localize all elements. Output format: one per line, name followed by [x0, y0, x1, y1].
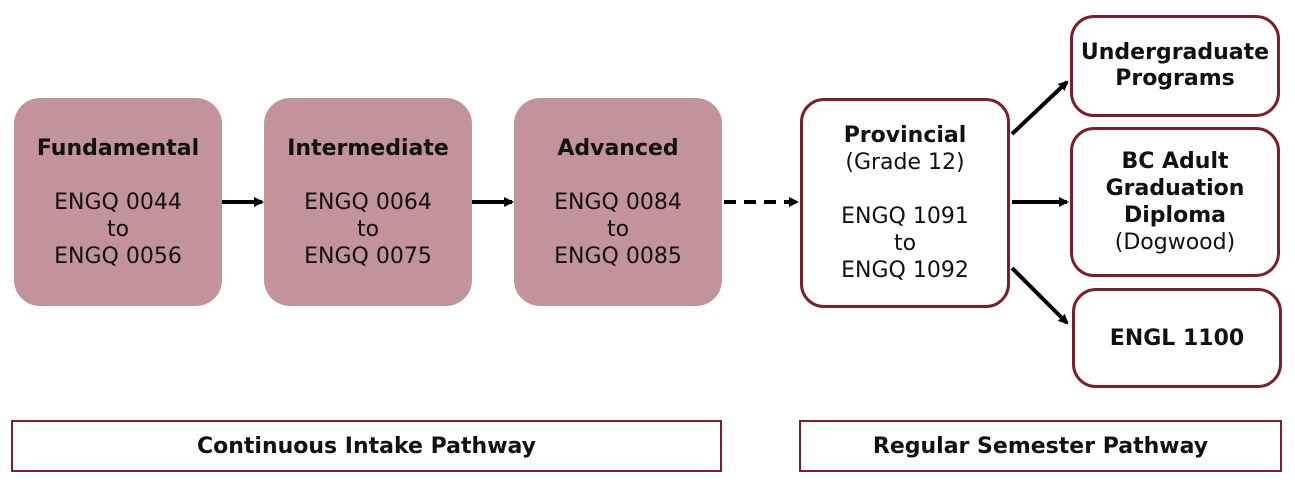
stage-title: Intermediate	[287, 135, 449, 161]
stage-provincial: Provincial (Grade 12) ENGQ 1091 to ENGQ …	[800, 98, 1010, 308]
course-end: ENGQ 0075	[304, 243, 432, 269]
to-text: to	[606, 216, 630, 242]
stage-title: Fundamental	[36, 135, 200, 161]
outcome-bc-adult-graduation-diploma: BC Adult Graduation Diploma (Dogwood)	[1070, 127, 1280, 277]
to-text: to	[356, 216, 380, 242]
course-start: ENGQ 0064	[304, 189, 432, 215]
stage-title: Provincial	[843, 123, 967, 148]
stage-advanced: Advanced ENGQ 0084 to ENGQ 0085	[514, 98, 722, 306]
outcome-line: Graduation	[1105, 176, 1245, 201]
stage-intermediate: Intermediate ENGQ 0064 to ENGQ 0075	[264, 98, 472, 306]
outcome-engl-1100: ENGL 1100	[1072, 288, 1282, 388]
outcome-line: BC Adult	[1121, 149, 1229, 174]
stage-fundamental: Fundamental ENGQ 0044 to ENGQ 0056	[14, 98, 222, 306]
course-end: ENGQ 0085	[554, 243, 682, 269]
course-start: ENGQ 0044	[54, 189, 182, 215]
course-end: ENGQ 1092	[841, 258, 969, 283]
continuous-intake-pathway-label: Continuous Intake Pathway	[11, 420, 722, 472]
outcome-line: Diploma	[1124, 203, 1226, 228]
to-text: to	[893, 231, 917, 256]
stage-subtitle: (Grade 12)	[845, 150, 965, 175]
outcome-line: Programs	[1115, 66, 1235, 91]
regular-semester-pathway-label: Regular Semester Pathway	[799, 420, 1282, 472]
outcome-undergraduate-programs: Undergraduate Programs	[1070, 15, 1280, 117]
arrow-provincial-to-engl	[1010, 266, 1069, 325]
stage-title: Advanced	[557, 135, 679, 161]
course-start: ENGQ 0084	[554, 189, 682, 215]
course-start: ENGQ 1091	[841, 204, 969, 229]
outcome-line: ENGL 1100	[1109, 325, 1245, 351]
course-end: ENGQ 0056	[54, 243, 182, 269]
arrow-provincial-to-undergraduate	[1010, 80, 1069, 136]
to-text: to	[106, 216, 130, 242]
outcome-line: (Dogwood)	[1114, 230, 1236, 255]
outcome-line: Undergraduate	[1080, 40, 1270, 65]
